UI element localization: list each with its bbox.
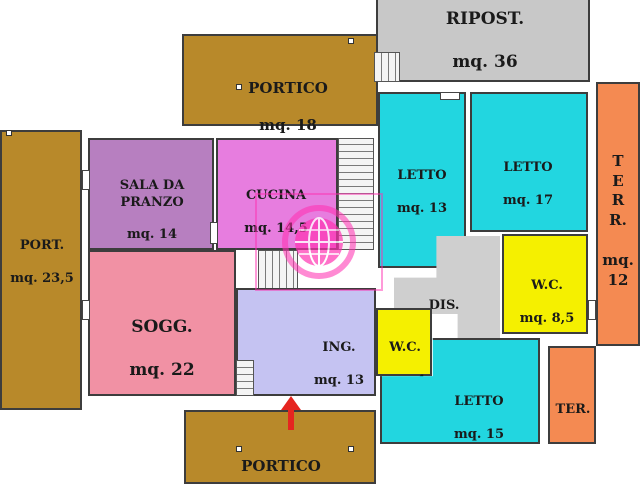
- globe-logo-icon: [255, 193, 383, 291]
- room-portico-bottom: [184, 410, 376, 484]
- stairs-main-upper: [338, 138, 374, 250]
- room-terrazzo-right-label: T E R R. mq. 12: [602, 151, 634, 289]
- room-disimpegno-label: DIS.: [428, 298, 460, 314]
- room-letto-17: [470, 92, 588, 232]
- pillar: [348, 446, 354, 452]
- window: [588, 300, 596, 320]
- window: [210, 222, 218, 244]
- room-letto-15-label: LETTO mq. 15: [454, 394, 504, 442]
- room-ingresso-label: ING. mq. 13: [314, 340, 364, 388]
- room-terrazzo-small-label: TER.: [555, 402, 591, 418]
- room-soggiorno-label: SOGG. mq. 22: [129, 317, 195, 380]
- room-wc-large: [502, 234, 588, 334]
- pillar: [236, 446, 242, 452]
- room-terrazzo-small: [548, 346, 596, 444]
- room-portico-top-label: PORTICO mq. 18: [248, 78, 328, 135]
- entrance-arrow-icon: [281, 396, 301, 430]
- room-wc-small: [376, 308, 432, 376]
- room-letto-13-label: LETTO mq. 13: [397, 168, 447, 216]
- floor-plan: RIPOST. mq. 36 PORTICO mq. 18 SALA DA PR…: [0, 0, 640, 484]
- room-portico-bottom-label: PORTICO: [241, 456, 321, 475]
- pillar: [236, 84, 242, 90]
- room-sala-pranzo: [88, 138, 214, 250]
- stairs-ingresso: [236, 360, 254, 396]
- window: [440, 92, 460, 100]
- pillar: [348, 38, 354, 44]
- room-soggiorno: [88, 250, 236, 396]
- room-wc-large-label: W.C. mq. 8,5: [519, 278, 575, 326]
- room-ripostiglio-label: RIPOST. mq. 36: [445, 9, 525, 72]
- window: [82, 170, 90, 190]
- window: [82, 300, 90, 320]
- room-terrazzo-right: [596, 82, 640, 346]
- room-portico-left-label: PORT. mq. 23,5: [10, 238, 74, 286]
- pillar: [6, 130, 12, 136]
- room-ingresso: [236, 288, 376, 396]
- room-portico-left: [0, 130, 82, 410]
- room-portico-top: [182, 34, 378, 126]
- room-sala-pranzo-label: SALA DA PRANZO mq. 14: [119, 178, 185, 242]
- room-letto-17-label: LETTO mq. 17: [503, 160, 553, 208]
- stairs-portico-top: [374, 52, 400, 82]
- room-ripostiglio: [376, 0, 590, 82]
